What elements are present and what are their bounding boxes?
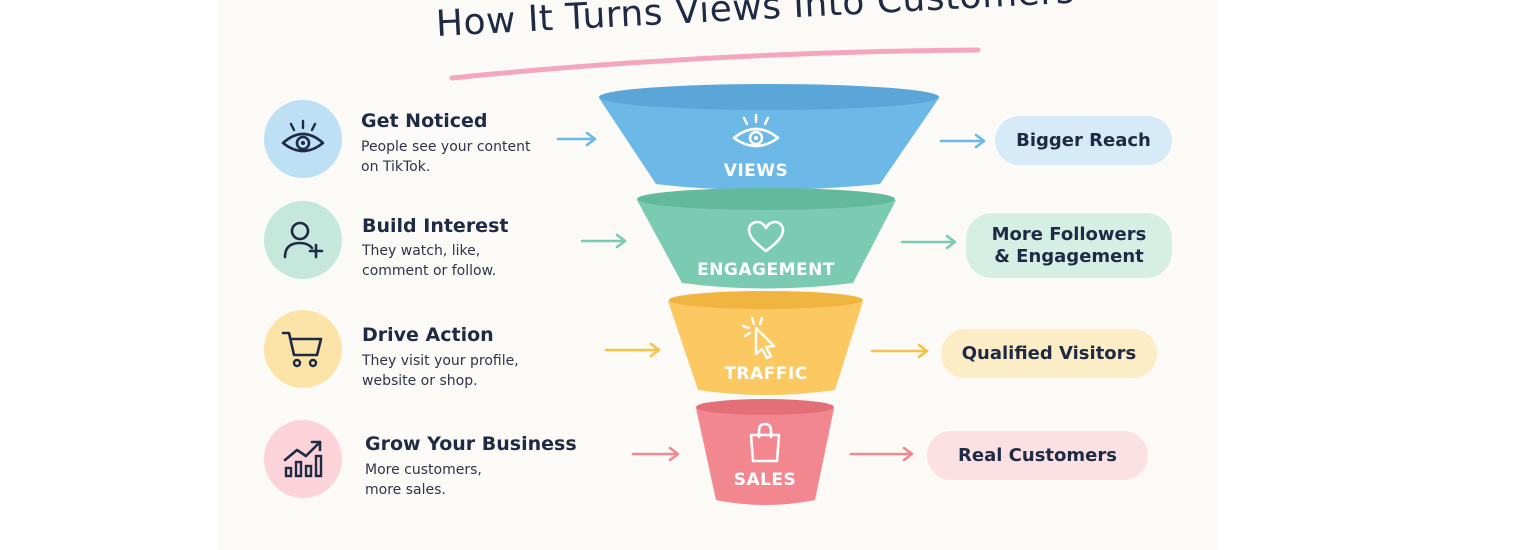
step-desc-line: website or shop. — [362, 373, 478, 389]
arrow-right-icon — [939, 133, 986, 149]
step-circle-drive-action — [264, 310, 342, 388]
result-label: More Followers — [991, 223, 1147, 245]
step-desc-get-noticed: People see your content on TikTok. — [361, 137, 561, 177]
step-title-get-noticed: Get Noticed — [361, 110, 488, 132]
title-underline — [449, 47, 981, 81]
arrow-right-icon — [604, 342, 661, 358]
growth-chart-icon — [283, 440, 323, 478]
cart-icon — [281, 331, 323, 368]
arrow-right-icon — [900, 234, 957, 250]
funnel-stage-views — [599, 84, 939, 190]
result-more-followers: More Followers & Engagement — [966, 213, 1172, 278]
funnel-label-sales: SALES — [733, 470, 797, 490]
result-qualified-visitors: Qualified Visitors — [941, 329, 1157, 378]
step-desc-grow-business: More customers, more sales. — [365, 460, 565, 500]
shopping-bag-icon — [749, 422, 781, 463]
eye-icon — [281, 119, 325, 153]
funnel-stage-sales — [696, 399, 834, 505]
result-bigger-reach: Bigger Reach — [995, 116, 1172, 165]
result-real-customers: Real Customers — [927, 431, 1148, 480]
step-circle-grow-business — [264, 420, 342, 498]
arrow-right-icon — [580, 233, 627, 249]
step-desc-line: They visit your profile, — [362, 353, 519, 369]
eye-icon — [732, 113, 780, 148]
step-desc-line: They watch, like, — [362, 243, 481, 259]
step-title-build-interest: Build Interest — [362, 215, 509, 237]
funnel-label-engagement: ENGAGEMENT — [697, 260, 835, 280]
step-desc-line: More customers, — [365, 462, 482, 478]
step-desc-build-interest: They watch, like, comment or follow. — [362, 241, 562, 281]
arrow-right-icon — [870, 343, 929, 359]
step-desc-line: more sales. — [365, 482, 446, 498]
funnel-stage-traffic — [668, 291, 863, 395]
cursor-click-icon — [741, 316, 776, 360]
step-title-grow-business: Grow Your Business — [365, 433, 577, 455]
arrow-right-icon — [556, 131, 597, 147]
result-label: & Engagement — [994, 245, 1144, 267]
funnel-label-traffic: TRAFFIC — [724, 364, 808, 384]
heart-icon — [747, 220, 785, 253]
result-label: Bigger Reach — [1016, 129, 1151, 151]
step-circle-build-interest — [264, 201, 342, 279]
step-desc-line: People see your content — [361, 139, 531, 155]
step-desc-line: on TikTok. — [361, 159, 431, 175]
user-plus-icon — [283, 221, 324, 259]
step-desc-drive-action: They visit your profile, website or shop… — [362, 351, 562, 391]
step-circle-get-noticed — [264, 100, 342, 178]
funnel-label-views: VIEWS — [723, 161, 789, 181]
arrow-right-icon — [849, 446, 914, 462]
step-desc-line: comment or follow. — [362, 263, 497, 279]
result-label: Real Customers — [958, 444, 1117, 466]
result-label: Qualified Visitors — [961, 342, 1137, 364]
arrow-right-icon — [631, 446, 680, 462]
funnel-stage-engagement — [637, 188, 896, 289]
step-title-drive-action: Drive Action — [362, 324, 494, 346]
